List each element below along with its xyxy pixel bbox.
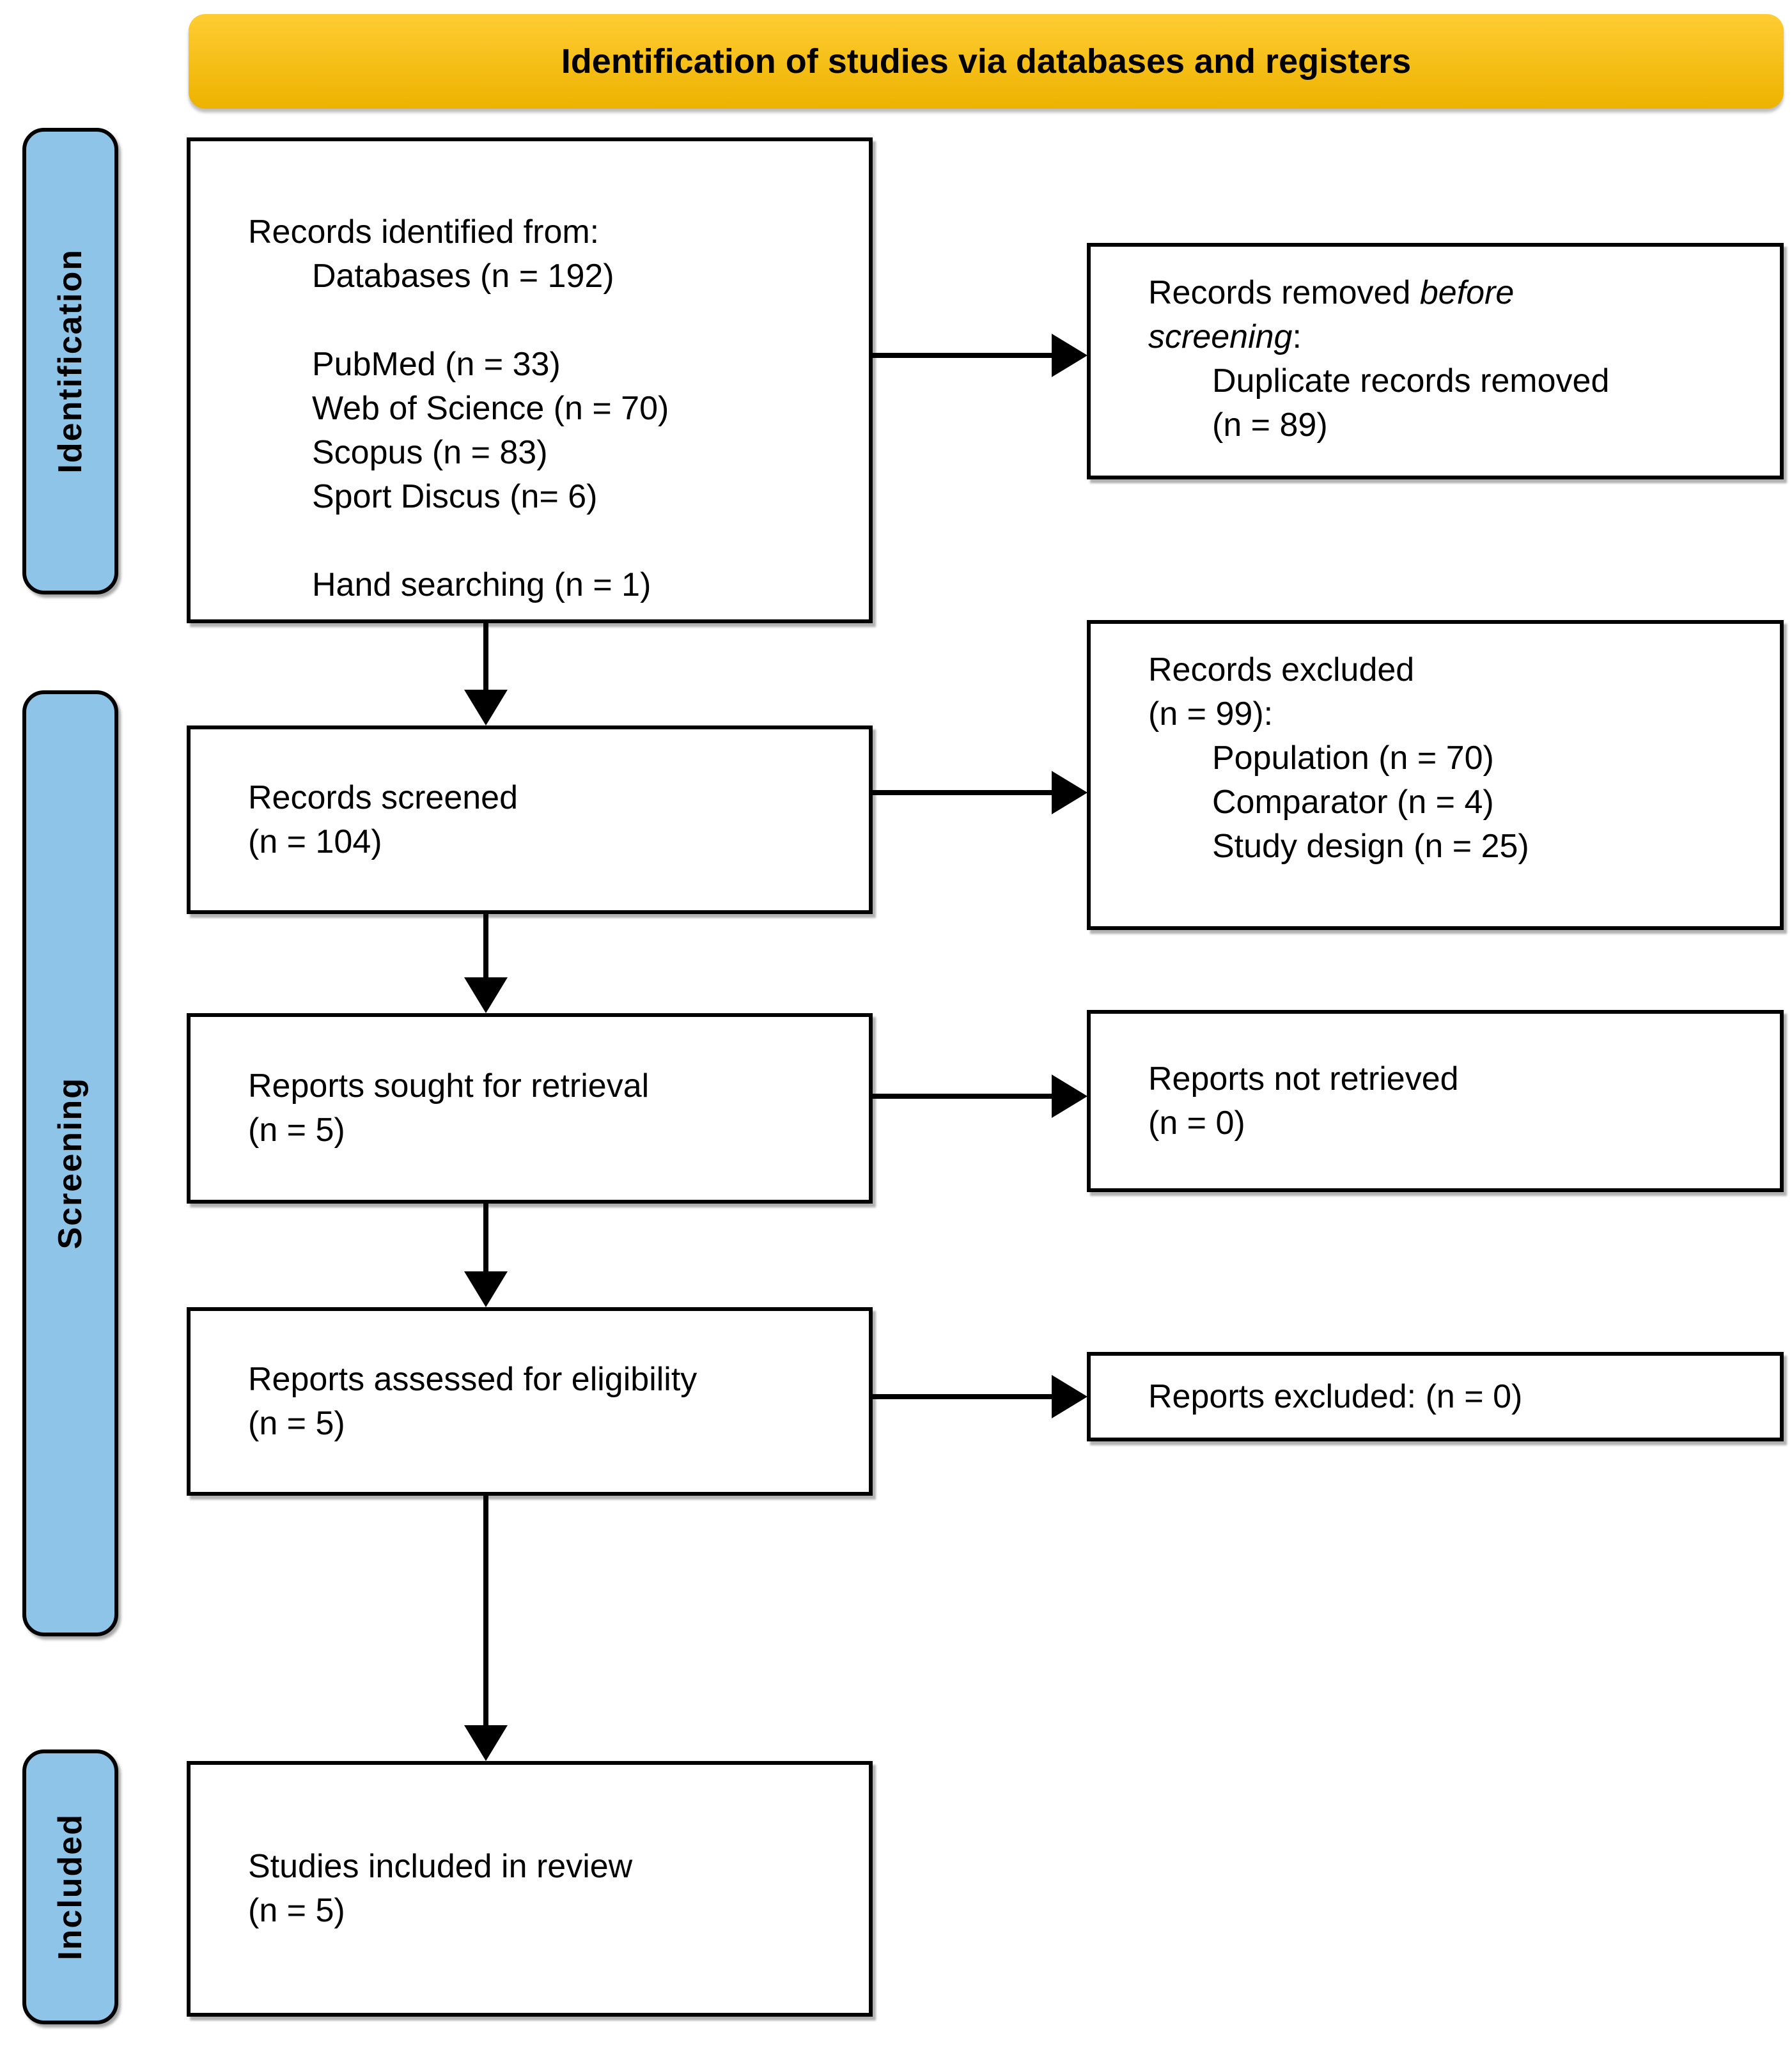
arrow-assessed-to-reports-excluded xyxy=(873,1394,1052,1399)
text-line xyxy=(248,299,850,343)
arrow-screened-to-sought xyxy=(483,914,488,977)
text-line: Records identified from: xyxy=(248,213,600,251)
text-line: Scopus (n = 83) xyxy=(312,434,548,471)
arrowhead-right-icon xyxy=(1052,1074,1087,1118)
sidebar-screening-label: Screening xyxy=(52,1077,89,1250)
text-line: Reports excluded: (n = 0) xyxy=(1148,1377,1523,1415)
sidebar-identification-label: Identification xyxy=(52,249,89,474)
sidebar-identification: Identification xyxy=(22,128,118,594)
arrow-screened-to-excluded xyxy=(873,790,1052,795)
box-records-identified: Records identified from: Databases (n = 1… xyxy=(187,137,873,623)
text-line: Study design (n = 25) xyxy=(1212,828,1529,865)
text-line: (n = 104) xyxy=(248,823,382,860)
box-reports-assessed: Reports assessed for eligibility (n = 5) xyxy=(187,1307,873,1496)
text-line: Duplicate records removed xyxy=(1212,362,1610,400)
text-line: screening: xyxy=(1148,318,1302,355)
text-line: Hand searching (n = 1) xyxy=(312,566,651,603)
sidebar-included-label: Included xyxy=(52,1813,89,1960)
arrow-identified-to-screened xyxy=(483,623,488,690)
box-records-removed: Records removed before screening: Duplicat… xyxy=(1087,243,1784,479)
text-line: Reports assessed for eligibility xyxy=(248,1360,697,1398)
text-line: Comparator (n = 4) xyxy=(1212,784,1494,821)
text-line: Population (n = 70) xyxy=(1212,740,1494,777)
arrow-sought-to-not-retrieved xyxy=(873,1094,1052,1099)
text-line: Databases (n = 192) xyxy=(312,258,614,295)
text-line: Web of Science (n = 70) xyxy=(312,390,669,427)
arrowhead-down-icon xyxy=(464,1725,508,1761)
arrow-identified-to-removed xyxy=(873,353,1052,358)
box-reports-sought: Reports sought for retrieval (n = 5) xyxy=(187,1013,873,1204)
arrowhead-right-icon xyxy=(1052,1375,1087,1418)
arrowhead-down-icon xyxy=(464,1271,508,1307)
box-reports-excluded: Reports excluded: (n = 0) xyxy=(1087,1352,1784,1441)
arrow-sought-to-assessed xyxy=(483,1204,488,1271)
box-records-screened: Records screened (n = 104) xyxy=(187,725,873,914)
box-studies-included: Studies included in review (n = 5) xyxy=(187,1761,873,2017)
banner-title: Identification of studies via databases … xyxy=(561,42,1412,81)
arrowhead-right-icon xyxy=(1052,334,1087,377)
text-line: (n = 5) xyxy=(248,1892,345,1929)
sidebar-included: Included xyxy=(22,1749,118,2024)
text-line: Records excluded xyxy=(1148,651,1415,688)
text-line: Records screened xyxy=(248,779,518,816)
text-line: (n = 5) xyxy=(248,1404,345,1442)
text-line: (n = 5) xyxy=(248,1112,345,1149)
text-line: Studies included in review xyxy=(248,1848,633,1885)
text-line: Sport Discus (n= 6) xyxy=(312,478,598,515)
box-reports-not-retrieved: Reports not retrieved (n = 0) xyxy=(1087,1010,1784,1192)
text-line: Reports not retrieved xyxy=(1148,1060,1459,1098)
arrowhead-down-icon xyxy=(464,690,508,725)
box-records-excluded: Records excluded (n = 99): Population (n =… xyxy=(1087,620,1784,930)
text-line: (n = 99): xyxy=(1148,695,1274,733)
sidebar-screening: Screening xyxy=(22,690,118,1636)
text-line: PubMed (n = 33) xyxy=(312,346,561,383)
text-line: Records removed before xyxy=(1148,274,1515,311)
arrowhead-down-icon xyxy=(464,977,508,1013)
text-line: (n = 0) xyxy=(1148,1104,1245,1142)
text-line xyxy=(248,519,850,563)
arrow-assessed-to-included xyxy=(483,1496,488,1725)
text-line: (n = 89) xyxy=(1212,407,1328,444)
text-line: Reports sought for retrieval xyxy=(248,1067,650,1105)
banner: Identification of studies via databases … xyxy=(189,14,1784,109)
arrowhead-right-icon xyxy=(1052,771,1087,814)
